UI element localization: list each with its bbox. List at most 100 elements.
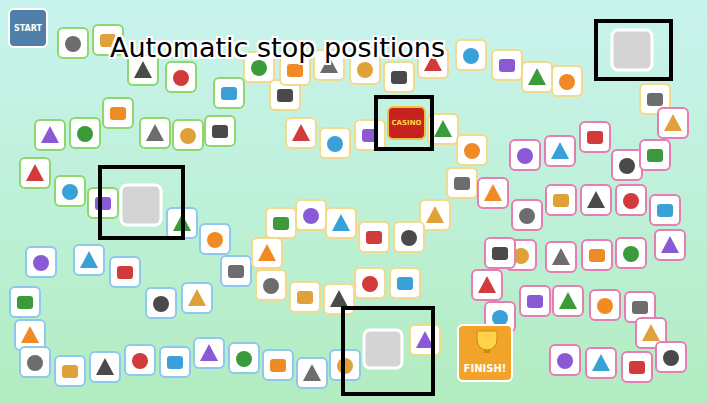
tile-icon [401, 230, 417, 246]
tile-icon [629, 361, 645, 374]
board-tile [160, 347, 190, 377]
tile-frame [456, 40, 486, 70]
tile-frame [522, 62, 552, 92]
board-tile [205, 116, 235, 146]
tile-icon [463, 48, 479, 64]
highlight-frame [376, 97, 432, 149]
tile-icon [188, 289, 206, 306]
board-tile [522, 62, 552, 92]
board-tile [586, 348, 616, 378]
tile-icon [597, 298, 613, 314]
tile-icon [77, 126, 93, 142]
tile-label: CASINO [391, 119, 421, 127]
tile-icon [623, 246, 639, 262]
tile-icon [110, 107, 126, 120]
tile-icon [173, 70, 189, 86]
board-tile [173, 120, 203, 150]
board-tile [485, 238, 515, 268]
tile-icon [327, 136, 343, 152]
board-tile [581, 185, 611, 215]
tile-icon [592, 354, 610, 371]
tile-frame [140, 118, 170, 148]
tile-icon [619, 158, 635, 174]
tile-icon [96, 358, 114, 375]
trophy-icon [467, 329, 507, 357]
tile-icon [134, 61, 152, 78]
tile-icon [212, 125, 228, 138]
board-tile [545, 136, 575, 166]
board-tile [472, 270, 502, 300]
tile-icon [207, 232, 223, 248]
board-tile [146, 288, 176, 318]
tile-icon [499, 59, 515, 72]
tile-frame [110, 257, 140, 287]
board-tile [194, 338, 224, 368]
board-tile [612, 150, 642, 180]
tile-frame [221, 256, 251, 286]
tile-icon [95, 197, 111, 210]
board-tile [355, 268, 385, 298]
tile-frame [182, 283, 212, 313]
tile-frame [125, 345, 155, 375]
board-tile [55, 176, 85, 206]
board-tile [10, 287, 40, 317]
tile-icon [519, 208, 535, 224]
tile-frame [384, 62, 414, 92]
tile-frame [394, 222, 424, 252]
tile-icon [65, 36, 81, 52]
board-tile [320, 128, 350, 158]
tile-frame [512, 200, 542, 230]
tile-icon [657, 204, 673, 217]
board-tile [58, 28, 88, 58]
tile-frame [510, 140, 540, 170]
tile-frame [20, 347, 50, 377]
board-tile [656, 342, 686, 372]
annotation-title: Automatic stop positions [110, 32, 445, 63]
tile-frame [545, 136, 575, 166]
board-tile [520, 286, 550, 316]
tile-icon [292, 124, 310, 141]
tile-icon [623, 193, 639, 209]
tile-frame [472, 270, 502, 300]
tile-frame [173, 120, 203, 150]
tile-frame [485, 238, 515, 268]
tile-frame [550, 345, 580, 375]
tile-frame [146, 288, 176, 318]
tile-icon [664, 114, 682, 131]
tile-frame [214, 78, 244, 108]
tile-icon [221, 87, 237, 100]
tile-icon [332, 214, 350, 231]
board-tile [296, 200, 326, 230]
tile-icon [303, 208, 319, 224]
tile-icon [41, 126, 59, 143]
tile-icon [663, 350, 679, 366]
board-tile [478, 178, 508, 208]
tile-label: FINISH! [464, 363, 507, 374]
tile-frame [582, 240, 612, 270]
tile-icon [80, 251, 98, 268]
tile-frame [359, 222, 389, 252]
tile-icon [454, 177, 470, 190]
tile-icon [132, 353, 148, 369]
tile-frame [546, 185, 576, 215]
board-tile [553, 286, 583, 316]
tile-frame [26, 247, 56, 277]
tile-frame [640, 140, 670, 170]
tile-icon [517, 148, 533, 164]
tile-icon [632, 301, 648, 314]
stop-tile [612, 30, 652, 70]
board-tile [290, 282, 320, 312]
tile-icon [62, 184, 78, 200]
tile-icon [557, 353, 573, 369]
tile-frame [552, 66, 582, 96]
tile-frame [103, 98, 133, 128]
tile-icon [426, 206, 444, 223]
tile-icon [62, 365, 78, 378]
tile-frame [88, 188, 118, 218]
tile-icon [273, 217, 289, 230]
tile-frame [252, 238, 282, 268]
board-tile [550, 345, 580, 375]
tile-frame [35, 120, 65, 150]
board-tile [90, 352, 120, 382]
board-tile [359, 222, 389, 252]
